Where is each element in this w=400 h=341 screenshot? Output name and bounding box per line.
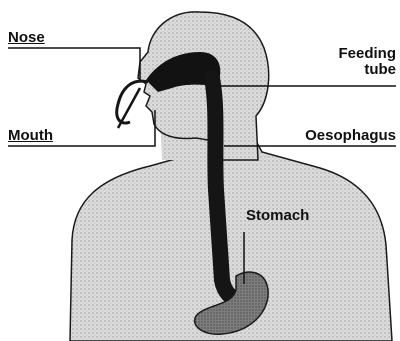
label-oesophagus: Oesophagus	[305, 128, 396, 144]
leader-nose	[8, 48, 140, 80]
label-nose: Nose	[8, 30, 45, 46]
label-mouth: Mouth	[8, 128, 53, 144]
label-feeding-tube: Feeding tube	[306, 46, 396, 78]
label-feeding-line2: tube	[306, 62, 396, 78]
label-feeding-line1: Feeding	[306, 46, 396, 62]
label-stomach: Stomach	[246, 208, 309, 224]
